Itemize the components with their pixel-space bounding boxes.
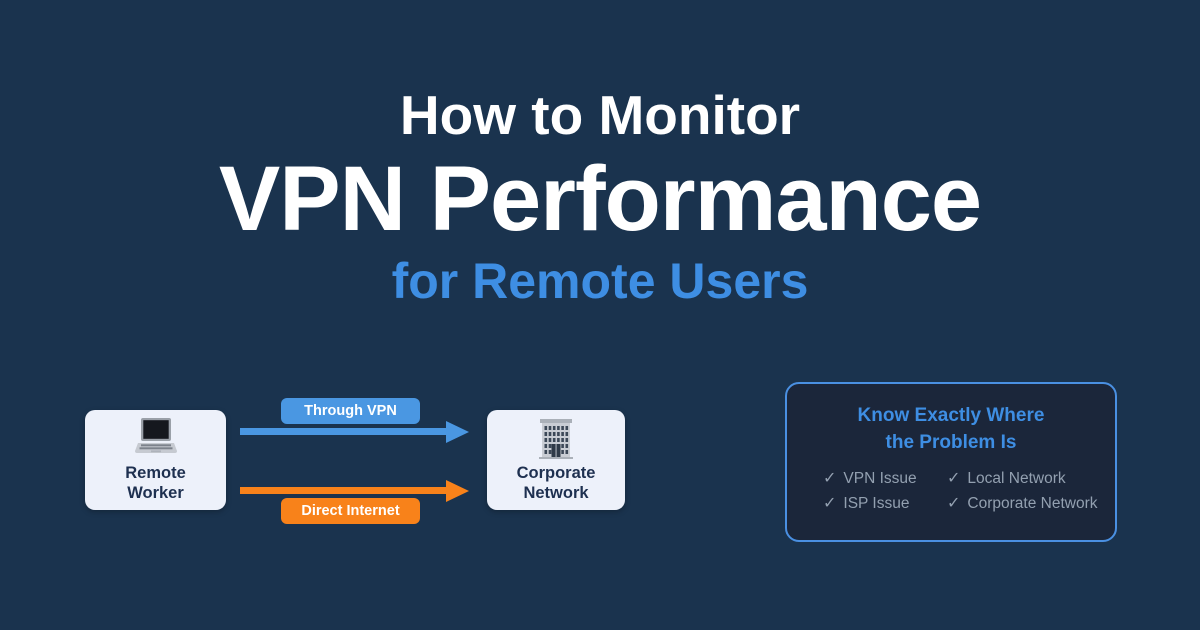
corporate-network-label: Corporate Network [516,463,596,502]
benefit-panel: Know Exactly Where the Problem Is ✓ VPN … [785,382,1117,542]
title-line-2: VPN Performance [218,148,982,250]
check-item-label: Corporate Network [967,495,1098,512]
check-item-isp-issue: ✓ ISP Issue [823,495,947,513]
check-item-corporate-network: ✓ Corporate Network [947,495,1115,513]
checkmark-icon: ✓ [947,495,961,512]
direct-internet-arrow-head-icon [446,479,469,502]
laptop-icon [132,417,180,459]
remote-worker-node: Remote Worker [85,410,226,510]
checkmark-icon: ✓ [947,470,961,487]
vpn-arrow-head-icon [446,420,469,443]
check-item-vpn-issue: ✓ VPN Issue [823,470,947,488]
office-building-icon [534,417,578,459]
check-item-label: ISP Issue [843,495,910,512]
title-line-3: for Remote Users [391,253,809,309]
direct-internet-arrow-shaft [240,487,448,494]
checkmark-icon: ✓ [823,470,837,487]
panel-checklist: ✓ VPN Issue ✓ Local Network ✓ ISP Issue … [823,470,1115,513]
vpn-arrow-shaft [240,428,448,435]
check-item-local-network: ✓ Local Network [947,470,1115,488]
panel-title-line-2: the Problem Is [885,432,1017,453]
check-item-label: VPN Issue [843,470,917,487]
direct-internet-path-label: Direct Internet [281,498,420,524]
checkmark-icon: ✓ [823,495,837,512]
panel-title-line-1: Know Exactly Where [857,405,1045,426]
corporate-network-node: Corporate Network [487,410,625,510]
remote-worker-label: Remote Worker [125,463,186,502]
vpn-path-label: Through VPN [281,398,420,424]
panel-title: Know Exactly Where the Problem Is [787,402,1115,456]
check-item-label: Local Network [967,470,1066,487]
title-line-1: How to Monitor [399,84,801,146]
